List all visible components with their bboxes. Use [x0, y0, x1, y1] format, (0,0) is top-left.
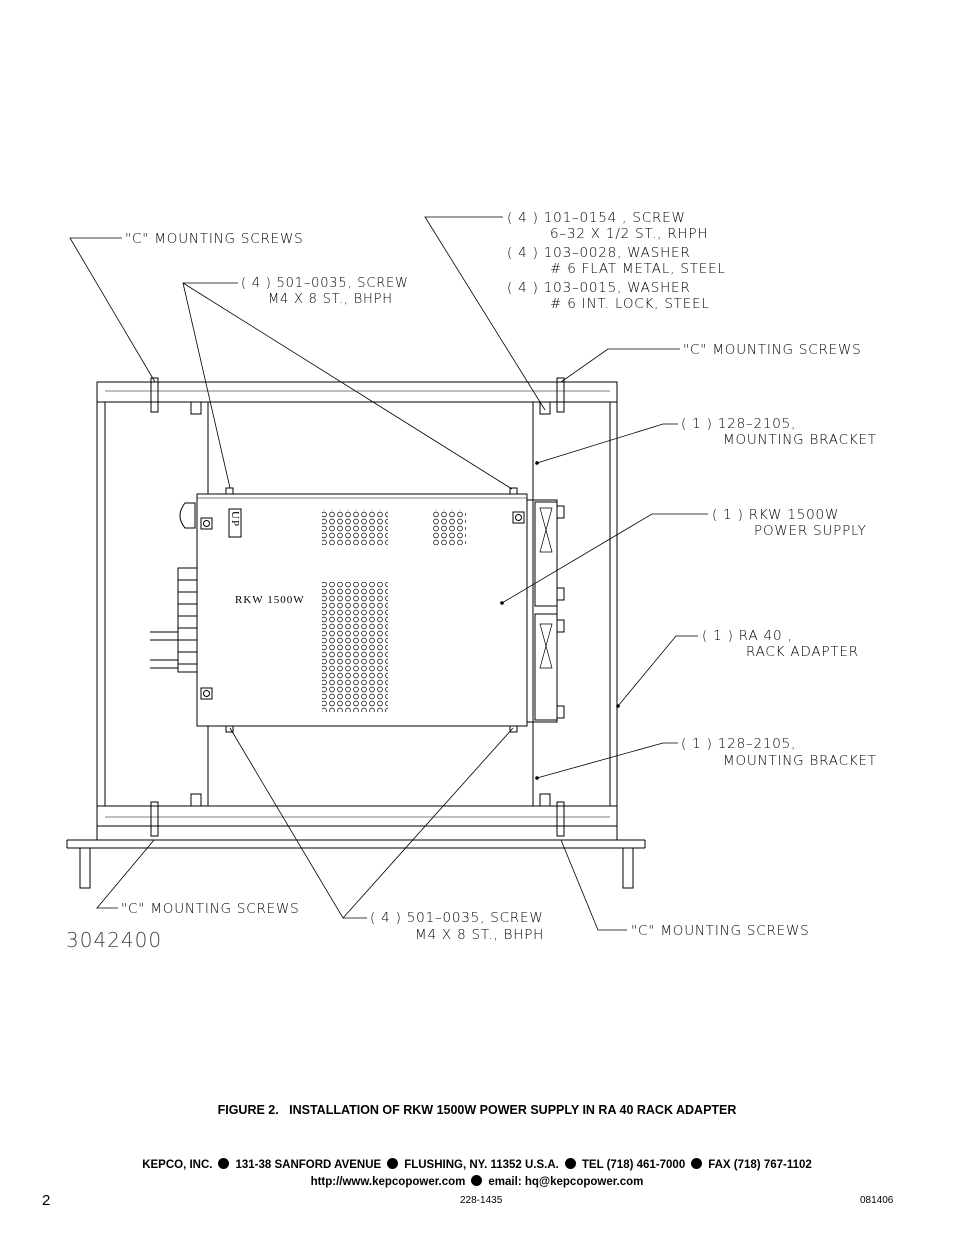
- screw-callout-top-line2: M4 X 8 ST., BHPH: [268, 292, 393, 307]
- footer-company: KEPCO, INC.: [142, 1159, 213, 1171]
- screw-callout-top-line1: ( 4 ) 501–0035, SCREW: [241, 276, 409, 291]
- unit-model-label: RKW 1500W: [235, 594, 305, 606]
- footer-web-link[interactable]: http://www.kepcopower.com: [310, 1176, 466, 1188]
- mounting-brackets: [207, 402, 534, 806]
- bracket-callout-bottom-line2: MOUNTING BRACKET: [723, 753, 877, 769]
- footer-email-link[interactable]: email: hq@kepcopower.com: [488, 1176, 644, 1188]
- rack-adapter-callout-line2: RACK ADAPTER: [746, 644, 859, 660]
- figure-number: FIGURE 2.: [217, 1103, 279, 1117]
- bullet-icon: [387, 1158, 399, 1169]
- hardware-callout-line5: ( 4 ) 103–0015, WASHER: [507, 280, 691, 296]
- c-screws-label-bottom-left: "C" MOUNTING SCREWS: [121, 901, 300, 917]
- leader-dots: [500, 461, 620, 780]
- screw-callout-bottom-line2: M4 X 8 ST., BHPH: [415, 927, 544, 943]
- bracket-callout-top-line1: ( 1 ) 128–2105,: [681, 416, 796, 432]
- c-screws-label-bottom-right: "C" MOUNTING SCREWS: [631, 923, 810, 939]
- footer-contact-line: http://www.kepcopower.com email: hq@kepco…: [0, 1175, 954, 1188]
- bullet-icon: [691, 1158, 703, 1169]
- power-supply-unit: [150, 487, 565, 733]
- bullet-icon: [471, 1175, 483, 1186]
- drawing-number: 3042400: [66, 928, 162, 952]
- bullet-icon: [218, 1158, 230, 1169]
- footer-address: 131-38 SANFORD AVENUE: [235, 1159, 382, 1171]
- power-supply-callout-line1: ( 1 ) RKW 1500W: [712, 507, 839, 523]
- date-code: 081406: [860, 1195, 894, 1206]
- rack-adapter-frame: [66, 377, 646, 889]
- rack-adapter-callout-line1: ( 1 ) RA 40 ,: [702, 628, 793, 644]
- hardware-callout-line1: ( 4 ) 101–0154 , SCREW: [507, 210, 686, 226]
- figure-title: INSTALLATION OF RKW 1500W POWER SUPPLY I…: [289, 1103, 737, 1117]
- figure-caption: FIGURE 2. INSTALLATION OF RKW 1500W POWE…: [0, 1103, 954, 1117]
- screw-callout-bottom-line1: ( 4 ) 501–0035, SCREW: [370, 910, 544, 926]
- hardware-callout-line2: 6–32 X 1/2 ST., RHPH: [550, 226, 708, 242]
- up-arrow-label: UP: [229, 511, 241, 527]
- power-supply-callout-line2: POWER SUPPLY: [754, 523, 867, 539]
- hardware-callout-line3: ( 4 ) 103–0028, WASHER: [507, 245, 691, 261]
- bullet-icon: [564, 1158, 576, 1169]
- hardware-callout-line4: # 6 FLAT METAL, STEEL: [550, 261, 726, 277]
- document-number: 228-1435: [460, 1195, 503, 1206]
- c-screws-label-top-left: "C" MOUNTING SCREWS: [125, 231, 304, 247]
- leader-lines: [69, 216, 708, 931]
- footer-tel: TEL (718) 461-7000: [581, 1159, 686, 1171]
- bracket-callout-bottom-line1: ( 1 ) 128–2105,: [681, 736, 796, 752]
- footer-fax: FAX (718) 767-1102: [708, 1159, 812, 1171]
- footer-address-line: KEPCO, INC. 131-38 SANFORD AVENUE FLUSHING…: [0, 1158, 954, 1171]
- installation-drawing: "C" MOUNTING SCREWS ( 4 ) 501–0035, SCRE…: [66, 210, 877, 952]
- bracket-callout-top-line2: MOUNTING BRACKET: [723, 432, 877, 448]
- c-screws-label-top-right: "C" MOUNTING SCREWS: [683, 342, 862, 358]
- hardware-callout-line6: # 6 INT. LOCK, STEEL: [550, 296, 710, 312]
- footer-city: FLUSHING, NY. 11352 U.S.A.: [404, 1159, 559, 1171]
- page-number: 2: [42, 1192, 51, 1209]
